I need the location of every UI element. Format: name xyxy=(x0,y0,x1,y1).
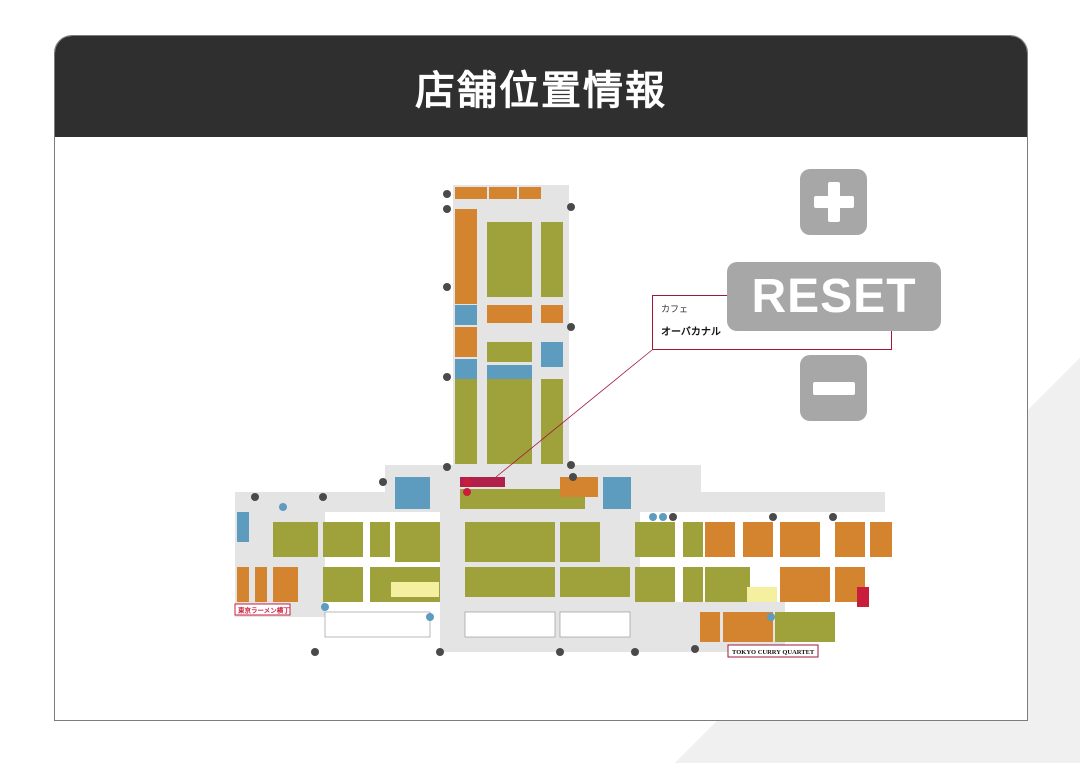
store-category: カフェ xyxy=(661,305,689,315)
service-areas xyxy=(324,611,631,638)
svg-text:東京ラーメン横丁: 東京ラーメン横丁 xyxy=(238,606,290,615)
svg-text:TOKYO CURRY QUARTET: TOKYO CURRY QUARTET xyxy=(732,649,815,656)
north-wing-stores xyxy=(455,187,563,464)
callout-leader xyxy=(495,349,653,478)
west-wing-stores xyxy=(237,512,440,602)
ramen-sign: 東京ラーメン横丁 xyxy=(234,603,291,616)
zoom-out-button[interactable] xyxy=(800,355,867,421)
panel-header: 店舗位置情報 xyxy=(55,36,1027,137)
map-icons xyxy=(251,190,837,656)
store-name: オーバカナル xyxy=(661,327,721,338)
curry-sign: TOKYO CURRY QUARTET xyxy=(727,644,819,658)
floor-map[interactable]: 東京ラーメン横丁 TOKYO CURRY QUARTET カフェ オーバカナル xyxy=(55,137,1027,720)
east-wing-stores xyxy=(635,522,892,642)
minus-icon xyxy=(812,381,855,395)
reset-button[interactable]: RESET xyxy=(727,262,941,331)
floor-map-drawing: 東京ラーメン横丁 TOKYO CURRY QUARTET xyxy=(234,185,893,658)
store-location-panel: 店舗位置情報 xyxy=(54,35,1028,721)
page-title: 店舗位置情報 xyxy=(415,67,667,114)
zoom-in-button[interactable] xyxy=(800,169,867,235)
